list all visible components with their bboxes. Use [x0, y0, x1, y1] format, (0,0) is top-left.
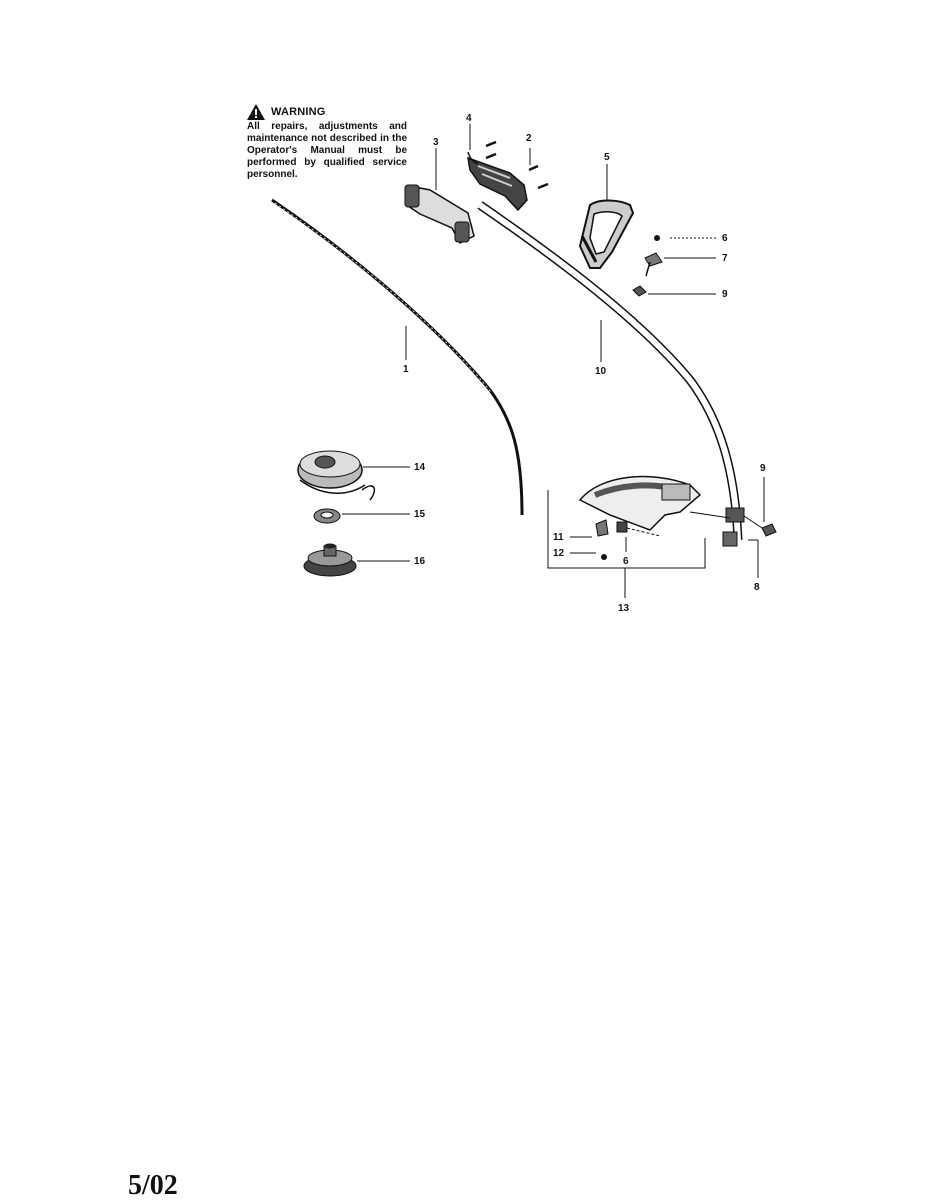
callout-9-upper: 9 — [722, 289, 728, 300]
callout-13: 13 — [618, 603, 630, 614]
tube-clamp-part — [722, 507, 777, 547]
assist-handle-part — [578, 199, 635, 269]
callout-1: 1 — [403, 364, 409, 375]
handle-bracket-part — [404, 184, 475, 244]
callout-4: 4 — [466, 113, 472, 124]
leader-lines — [342, 124, 765, 578]
knob-assembly-part — [632, 235, 663, 297]
shield-part — [578, 475, 731, 560]
callout-5: 5 — [604, 152, 610, 163]
warning-text: All repairs, adjustments and maintenance… — [247, 121, 407, 180]
footer-date: 5/02 — [128, 1170, 178, 1201]
callout-8: 8 — [754, 582, 760, 593]
spool-housing-part — [297, 450, 376, 501]
warning-title: WARNING — [271, 106, 326, 118]
warning-block: WARNING All repairs, adjustments and mai… — [247, 104, 407, 181]
callout-6-lower: 6 — [623, 556, 629, 567]
callout-7: 7 — [722, 253, 728, 264]
callout-6: 6 — [722, 233, 728, 244]
drive-shaft-part — [271, 198, 524, 516]
callout-16: 16 — [414, 556, 426, 567]
callout-3: 3 — [433, 137, 439, 148]
callout-12: 12 — [553, 548, 565, 559]
callout-14: 14 — [414, 462, 426, 473]
handle-clamp-part — [467, 151, 528, 212]
screws-part — [485, 140, 549, 190]
bump-knob-part — [303, 543, 357, 577]
callout-11: 11 — [553, 532, 564, 543]
callout-10: 10 — [595, 366, 607, 377]
warning-triangle-icon — [247, 104, 265, 120]
washer-part — [313, 508, 341, 524]
callout-15: 15 — [414, 509, 426, 520]
callout-9-lower: 9 — [760, 463, 766, 474]
callout-2: 2 — [526, 133, 532, 144]
warning-header: WARNING — [247, 104, 407, 120]
